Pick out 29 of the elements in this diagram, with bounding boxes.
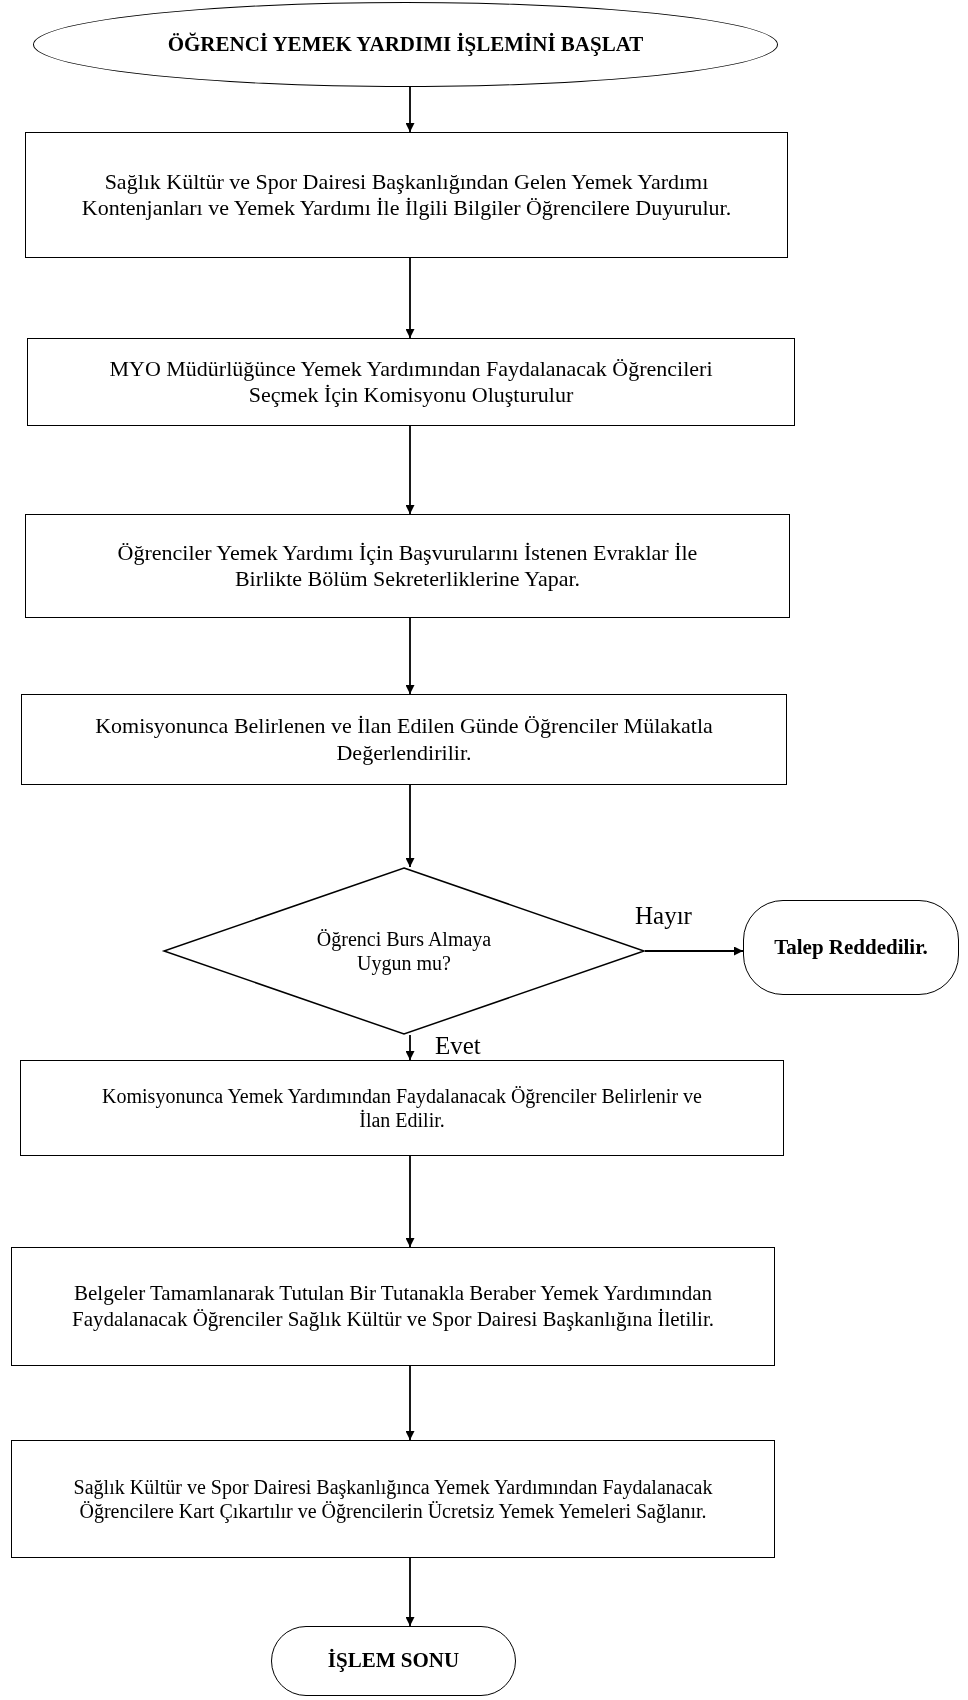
arrow: [405, 1557, 415, 1627]
arrow: [644, 946, 744, 956]
arrow: [405, 784, 415, 868]
process-box: [25, 132, 788, 258]
terminal-box: [743, 900, 959, 995]
node-text: Komisyonunca Yemek Yardımından Faydalanacak Öğrenciler Belirlenir ve İlan Edilir.: [101, 1084, 703, 1132]
arrow: [405, 425, 415, 515]
node-text: Öğrenci Burs Almaya Uygun mu?: [315, 927, 493, 975]
node-text: Sağlık Kültür ve Spor Dairesi Başkanlığından Gelen Yemek Yardımı Kontenjanları ve Yemek Yardımı İle İlgili Bilgiler Öğrencilere Duyurulur.: [80, 168, 733, 222]
node-text: Sağlık Kültür ve Spor Dairesi Başkanlığınca Yemek Yardımından Faydalanacak Öğrencilere Kart Çıkartılır ve Öğrencilerin Ücretsiz Yemek Yemeleri Sağlanır.: [72, 1475, 714, 1523]
process-box: [11, 1247, 775, 1366]
node-text: ÖĞRENCİ YEMEK YARDIMI İŞLEMİNİ BAŞLAT: [167, 31, 644, 58]
arrow: [405, 257, 415, 339]
process-box: [25, 514, 790, 618]
arrow: [405, 1034, 415, 1061]
arrow: [405, 1365, 415, 1441]
process-box: [11, 1440, 775, 1558]
node-text: Öğrenciler Yemek Yardımı İçin Başvurularını İstenen Evraklar İle Birlikte Bölüm Sekreterliklerine Yapar.: [116, 539, 699, 593]
node-text: Komisyonunca Belirlenen ve İlan Edilen Günde Öğrenciler Mülakatla Değerlendirilir.: [94, 713, 714, 766]
node-text: MYO Müdürlüğünce Yemek Yardımından Faydalanacak Öğrencileri Seçmek İçin Komisyonu Oluşturulur: [108, 355, 714, 409]
node-text: İŞLEM SONU: [327, 1648, 460, 1674]
node-text: Talep Reddedilir.: [774, 934, 928, 961]
arrow: [405, 617, 415, 695]
process-box: [27, 338, 795, 426]
arrow: [405, 1155, 415, 1248]
process-box: [21, 694, 787, 785]
process-box: [20, 1060, 784, 1156]
arrow: [405, 86, 415, 133]
node-text: Belgeler Tamamlanarak Tutulan Bir Tutanakla Beraber Yemek Yardımından Faydalanacak Öğrenciler Sağlık Kültür ve Spor Dairesi Başkanlığına İletilir.: [70, 1281, 716, 1332]
